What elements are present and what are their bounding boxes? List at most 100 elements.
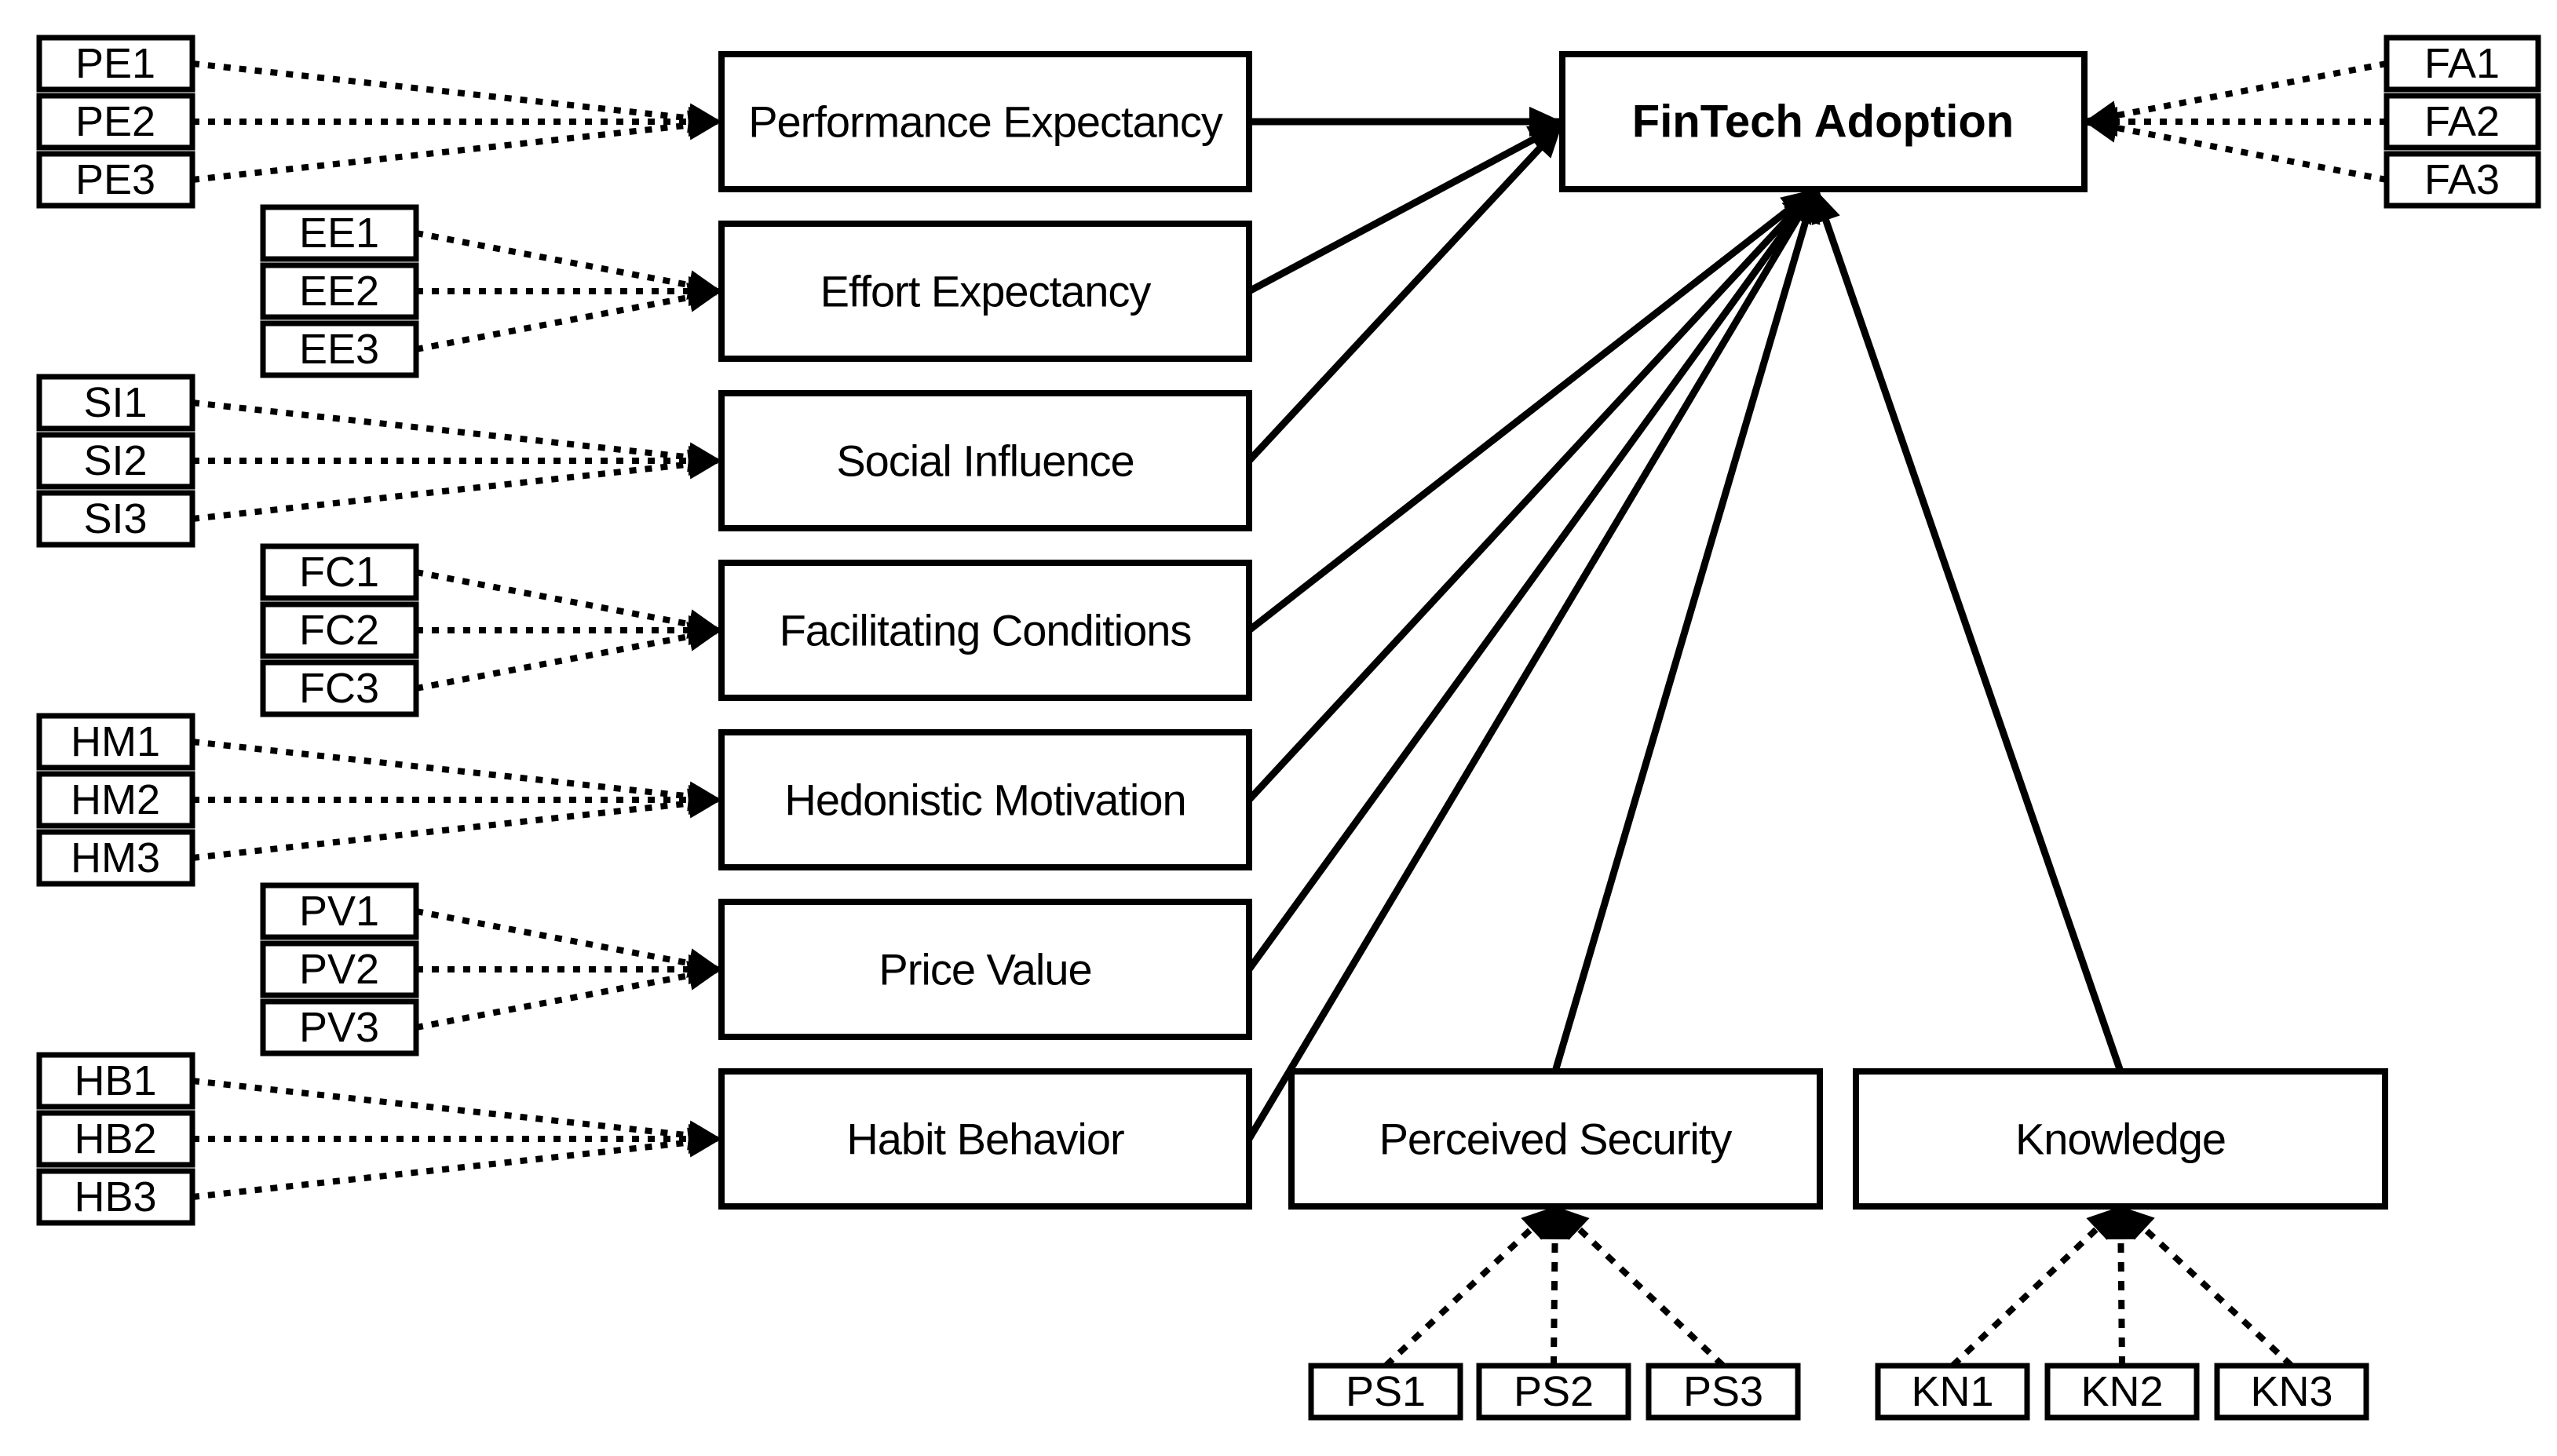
loading-path-hm1 xyxy=(192,739,722,812)
construct-box xyxy=(718,1068,1252,1210)
construct-performance-expectancy: Performance Expectancy xyxy=(718,51,1252,192)
construct-label: Effort Expectancy xyxy=(820,267,1152,316)
structural-path-effort-expectancy xyxy=(1247,121,1565,294)
indicator-group-pe: PE1 PE2 PE3 xyxy=(36,35,195,209)
construct-label: Knowledge xyxy=(2015,1115,2226,1164)
loading-path-fc3 xyxy=(415,622,722,692)
indicator-box-kn1 xyxy=(1875,1363,2030,1421)
outcome-box xyxy=(1559,51,2088,192)
indicator-box-hb3 xyxy=(36,1168,195,1226)
structural-path-hedonistic-motivation xyxy=(1246,186,1818,803)
loading-path-pv1 xyxy=(415,908,722,978)
loading-path-ps1 xyxy=(1383,1204,1558,1368)
indicator-box-ps1 xyxy=(1308,1363,1463,1421)
indicator-label-kn3: KN3 xyxy=(2250,1368,2332,1415)
indicator-label-fc1: FC1 xyxy=(299,549,379,596)
construct-box xyxy=(718,221,1252,362)
structural-path-habit-behavior xyxy=(1246,187,1818,1141)
indicator-label-fc2: FC2 xyxy=(299,607,379,654)
indicator-box-kn3 xyxy=(2214,1363,2369,1421)
loading-path-pv3 xyxy=(415,961,722,1031)
construct-box xyxy=(718,899,1252,1040)
indicator-box-fa1 xyxy=(2383,35,2541,93)
indicator-box-fc3 xyxy=(260,659,419,717)
indicator-label-fa1: FA1 xyxy=(2424,40,2500,87)
loading-paths xyxy=(192,60,2387,1368)
indicator-group-fc: FC1 FC2 FC3 xyxy=(260,543,419,717)
indicator-box-fa3 xyxy=(2383,151,2541,209)
indicator-label-si2: SI2 xyxy=(83,437,147,484)
indicator-box-pv3 xyxy=(260,998,419,1056)
loading-path-ee3 xyxy=(415,283,722,352)
indicator-box-pe3 xyxy=(36,151,195,209)
indicator-label-hm2: HM2 xyxy=(71,776,160,823)
indicator-label-fc3: FC3 xyxy=(299,665,379,712)
construct-perceived-security: Perceived Security xyxy=(1288,1068,1823,1210)
loading-path-si1 xyxy=(192,400,722,473)
indicator-label-hm3: HM3 xyxy=(71,834,160,881)
loading-path-fc1 xyxy=(415,569,722,639)
construct-effort-expectancy: Effort Expectancy xyxy=(718,221,1252,362)
loading-path-ee1 xyxy=(415,230,722,300)
indicator-box-pv2 xyxy=(260,940,419,998)
loading-path-kn2 xyxy=(2106,1206,2136,1367)
indicator-label-ps3: PS3 xyxy=(1683,1368,1763,1415)
loading-path-pe3 xyxy=(192,110,722,183)
indicator-box-fc2 xyxy=(260,601,419,659)
indicator-box-hb2 xyxy=(36,1110,195,1168)
indicator-label-hb2: HB2 xyxy=(74,1115,156,1162)
indicator-label-fa2: FA2 xyxy=(2424,98,2500,145)
construct-knowledge: Knowledge xyxy=(1853,1068,2388,1210)
indicator-label-hm1: HM1 xyxy=(71,718,160,765)
indicator-group-hb: HB1 HB2 HB3 xyxy=(36,1052,195,1226)
indicator-label-si3: SI3 xyxy=(83,495,147,542)
indicator-label-ps1: PS1 xyxy=(1346,1368,1426,1415)
indicator-group-hm: HM1 HM2 HM3 xyxy=(36,713,195,887)
indicator-label-ee3: EE3 xyxy=(299,326,379,373)
indicator-label-pv2: PV2 xyxy=(299,946,379,993)
loading-path-hm3 xyxy=(192,788,722,861)
construct-social-influence: Social Influence xyxy=(718,390,1252,531)
indicator-box-si1 xyxy=(36,374,195,432)
construct-hedonistic-motivation: Hedonistic Motivation xyxy=(718,729,1252,870)
construct-box xyxy=(1288,1068,1823,1210)
construct-label: Social Influence xyxy=(836,436,1134,486)
loading-path-hb3 xyxy=(192,1127,722,1200)
construct-label: Facilitating Conditions xyxy=(780,606,1192,655)
loading-path-fa3 xyxy=(2084,113,2387,183)
indicator-label-pv1: PV1 xyxy=(299,888,379,935)
loading-path-hb1 xyxy=(192,1078,722,1151)
construct-price-value: Price Value xyxy=(718,899,1252,1040)
construct-box xyxy=(718,390,1252,531)
indicator-box-hb1 xyxy=(36,1052,195,1110)
indicator-label-pe1: PE1 xyxy=(75,40,155,87)
construct-facilitating-conditions: Facilitating Conditions xyxy=(718,560,1252,701)
indicator-group-ee: EE1 EE2 EE3 xyxy=(260,204,419,378)
construct-box xyxy=(718,51,1252,192)
construct-label: Price Value xyxy=(879,945,1091,994)
construct-box xyxy=(718,560,1252,701)
indicator-label-ee1: EE1 xyxy=(299,210,379,257)
construct-label: Performance Expectancy xyxy=(748,97,1223,147)
indicator-box-si3 xyxy=(36,490,195,548)
indicator-group-pv: PV1 PV2 PV3 xyxy=(260,882,419,1056)
indicator-label-ee2: EE2 xyxy=(299,268,379,315)
loading-path-kn1 xyxy=(1950,1204,2123,1368)
indicator-box-fa2 xyxy=(2383,93,2541,151)
indicator-label-pv3: PV3 xyxy=(299,1004,379,1051)
indicator-label-pe2: PE2 xyxy=(75,98,155,145)
structural-paths xyxy=(1246,106,2124,1141)
construct-label: Perceived Security xyxy=(1379,1115,1733,1164)
indicator-box-pv1 xyxy=(260,882,419,940)
indicator-box-ee1 xyxy=(260,204,419,262)
construct-label: Hedonistic Motivation xyxy=(784,775,1185,825)
indicator-label-fa3: FA3 xyxy=(2424,156,2500,203)
indicator-group-si: SI1 SI2 SI3 xyxy=(36,374,195,548)
indicator-label-kn2: KN2 xyxy=(2080,1368,2163,1415)
indicator-label-kn1: KN1 xyxy=(1911,1368,1993,1415)
indicator-box-hm3 xyxy=(36,829,195,887)
structural-path-facilitating-conditions xyxy=(1247,186,1817,633)
structural-path-price-value xyxy=(1246,187,1818,972)
indicator-label-si1: SI1 xyxy=(83,379,147,426)
indicator-label-ps2: PS2 xyxy=(1514,1368,1594,1415)
